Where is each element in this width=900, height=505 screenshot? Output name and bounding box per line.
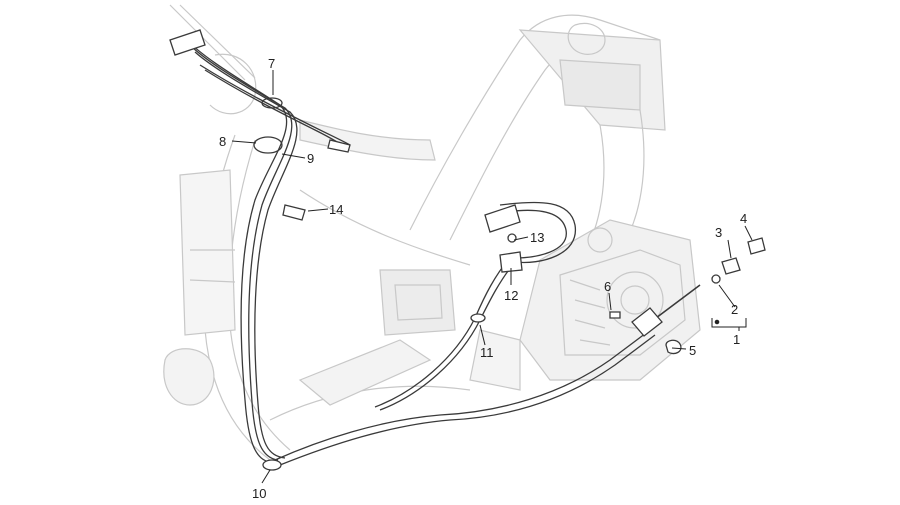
callout-10: 10 [252,486,267,501]
leader-4 [744,225,753,241]
leader-8 [231,140,257,144]
leader-6 [608,292,612,311]
leader-3 [727,239,732,259]
callout-13: 13 [530,230,545,245]
cable-harness [169,29,766,471]
leader-2 [718,284,736,308]
callout-6: 6 [604,279,612,294]
callout-5: 5 [689,343,697,358]
leader-11 [479,324,486,346]
callout-11: 11 [480,345,494,360]
callout-2: 2 [731,302,739,317]
callout-8: 8 [219,134,227,149]
callout-4: 4 [740,211,748,226]
bracket-1 [711,318,747,328]
leader-10 [261,469,271,484]
callout-3: 3 [715,225,723,240]
callout-14: 14 [329,202,344,217]
callout-9: 9 [307,151,315,166]
bracket-dot [714,319,720,325]
callout-12: 12 [504,288,519,303]
callout-7: 7 [268,56,276,71]
leader-14 [307,208,329,212]
leader-9 [281,153,306,159]
leader-lines [231,70,753,484]
callout-1: 1 [733,332,741,347]
leader-5 [671,347,687,350]
leader-13 [513,236,529,241]
